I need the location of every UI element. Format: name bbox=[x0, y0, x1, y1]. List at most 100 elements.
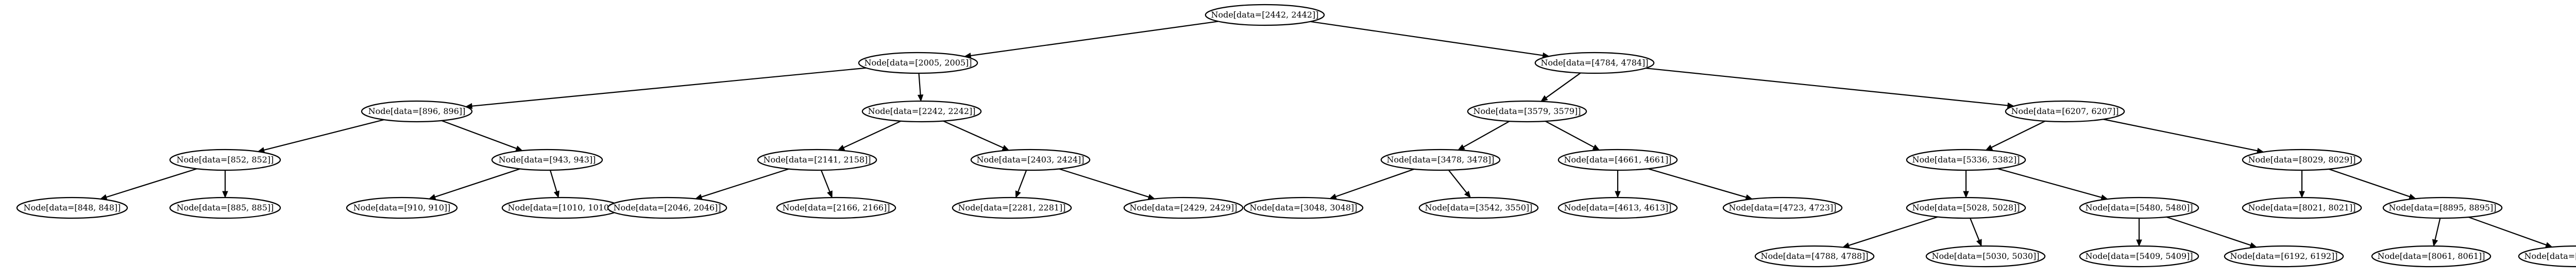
tree-node: Node[data=[5336, 5382]] bbox=[1906, 149, 2026, 171]
node-ellipse bbox=[1534, 52, 1655, 74]
edge-line bbox=[1448, 170, 1467, 193]
node-ellipse bbox=[776, 197, 896, 219]
node-label: Node[data=[4613, 4613]] bbox=[1564, 203, 1671, 212]
edge-n3478-to-n3048 bbox=[1329, 168, 1415, 200]
edge-line bbox=[701, 168, 789, 198]
node-label: Node[data=[4661, 4661]] bbox=[1564, 155, 1671, 165]
node-ellipse bbox=[491, 149, 603, 171]
arrowhead bbox=[1963, 191, 1969, 199]
node-ellipse bbox=[169, 149, 281, 171]
tree-node: Node[data=[4613, 4613]] bbox=[1557, 197, 1678, 219]
tree-node: Node[data=[2442, 2442]] bbox=[1205, 4, 1325, 26]
node-ellipse bbox=[2371, 245, 2492, 268]
tree-node: Node[data=[5028, 5028]] bbox=[1906, 197, 2026, 219]
node-label: Node[data=[943, 943]] bbox=[499, 155, 596, 165]
tree-node: Node[data=[2166, 2166]] bbox=[776, 197, 896, 219]
node-label: Node[data=[910, 910]] bbox=[353, 203, 451, 212]
node-ellipse bbox=[952, 197, 1072, 219]
edge-n4784-to-n6207 bbox=[1645, 68, 2015, 109]
arrowhead bbox=[1464, 190, 1471, 199]
edge-line bbox=[1310, 21, 1543, 56]
edge-line bbox=[264, 119, 384, 151]
edge-line bbox=[471, 67, 867, 107]
edge-n852-to-n885 bbox=[222, 170, 228, 199]
edge-line bbox=[1335, 168, 1415, 198]
node-label: Node[data=[2429, 2429]] bbox=[1129, 203, 1237, 212]
arrowhead bbox=[1976, 239, 1982, 247]
edge-line bbox=[1645, 68, 2008, 106]
node-label: Node[data=[6207, 6207]] bbox=[2011, 106, 2119, 116]
arrowhead bbox=[1002, 145, 1010, 151]
node-label: Node[data=[2403, 2424]] bbox=[976, 155, 1084, 165]
node-label: Node[data=[2281, 2281]] bbox=[958, 203, 1065, 212]
node-label: Node[data=[2442, 2442]] bbox=[1211, 10, 1318, 20]
node-label: Node[data=[885, 885]] bbox=[177, 203, 274, 212]
arrowhead bbox=[1540, 95, 1548, 102]
edge-n2242-to-n2403 bbox=[943, 120, 1010, 151]
edges-layer bbox=[99, 21, 2553, 249]
edge-n3579-to-n3478 bbox=[1458, 121, 1510, 151]
node-ellipse bbox=[757, 149, 877, 171]
arrowhead bbox=[222, 191, 228, 199]
edge-n943-to-n1010 bbox=[549, 170, 560, 199]
node-label: Node[data=[4723, 4723]] bbox=[1728, 203, 1836, 212]
tree-node: Node[data=[943, 943]] bbox=[491, 149, 603, 171]
tree-node: Node[data=[6192, 6192]] bbox=[2224, 245, 2344, 268]
node-label: Node[data=[8895, 8895]] bbox=[2388, 203, 2496, 212]
edge-n896-to-n852 bbox=[257, 119, 384, 153]
node-label: Node[data=[2242, 2242]] bbox=[868, 106, 975, 116]
node-ellipse bbox=[1906, 197, 2026, 219]
node-ellipse bbox=[607, 197, 727, 219]
arrowhead bbox=[1985, 144, 1993, 151]
edge-line bbox=[2328, 168, 2410, 198]
edge-n4784-to-n3579 bbox=[1540, 72, 1581, 102]
edge-line bbox=[1648, 168, 1747, 198]
edge-n852-to-n848 bbox=[99, 168, 197, 200]
tree-node: Node[data=[8895, 8895]] bbox=[2382, 197, 2503, 219]
tree-node: Node[data=[4723, 4723]] bbox=[1722, 197, 1843, 219]
tree-node: Node[data=[5409, 5409]] bbox=[2079, 245, 2199, 268]
node-label: Node[data=[3542, 3550]] bbox=[1425, 203, 1532, 212]
node-label: Node[data=[8029, 8029]] bbox=[2248, 155, 2355, 165]
edge-n2141-to-n2046 bbox=[694, 168, 789, 200]
tree-node: Node[data=[3048, 3048]] bbox=[1243, 197, 1364, 219]
node-ellipse bbox=[2079, 197, 2199, 219]
tree-node: Node[data=[4788, 4788]] bbox=[1754, 245, 1875, 268]
tree-node: Node[data=[2403, 2424]] bbox=[970, 149, 1091, 171]
edge-line bbox=[441, 120, 517, 149]
node-label: Node[data=[8021, 8021]] bbox=[2248, 203, 2355, 212]
node-label: Node[data=[2005, 2005]] bbox=[864, 58, 972, 68]
edge-n3478-to-n3542 bbox=[1448, 170, 1471, 199]
tree-node: Node[data=[6207, 6207]] bbox=[2005, 100, 2125, 123]
node-label: Node[data=[2046, 2046]] bbox=[613, 203, 721, 212]
tree-node: Node[data=[896, 896]] bbox=[361, 100, 473, 123]
edge-line bbox=[1059, 168, 1149, 198]
edge-line bbox=[1970, 218, 1980, 241]
node-ellipse bbox=[2382, 197, 2503, 219]
edge-line bbox=[918, 73, 921, 95]
node-ellipse bbox=[2242, 149, 2362, 171]
edge-line bbox=[2166, 216, 2251, 246]
edge-n896-to-n943 bbox=[441, 120, 523, 152]
edge-n2403-to-n2429 bbox=[1059, 168, 1156, 200]
tree-node: Node[data=[848, 848]] bbox=[16, 197, 128, 219]
node-ellipse bbox=[1557, 197, 1678, 219]
node-label: Node[data=[1010, 1010]] bbox=[507, 203, 615, 212]
arrowhead bbox=[1458, 144, 1465, 151]
tree-node: Node[data=[885, 885]] bbox=[169, 197, 281, 219]
arrowhead bbox=[2299, 191, 2305, 199]
tree-node: Node[data=[8909, 8909]] bbox=[2518, 245, 2576, 268]
edge-n5336-to-n5028 bbox=[1963, 170, 1969, 199]
node-ellipse bbox=[1754, 245, 1875, 268]
arrowhead bbox=[553, 190, 560, 199]
edge-line bbox=[820, 170, 831, 192]
edge-line bbox=[970, 21, 1219, 56]
node-label: Node[data=[896, 896]] bbox=[368, 106, 466, 116]
edge-n8029-to-n8021 bbox=[2299, 170, 2305, 199]
arrowhead bbox=[837, 144, 845, 151]
tree-node: Node[data=[3478, 3478]] bbox=[1380, 149, 1501, 171]
arrowhead bbox=[2432, 239, 2438, 247]
edge-n5336-to-n5480 bbox=[1997, 168, 2109, 201]
node-label: Node[data=[3048, 3048]] bbox=[1249, 203, 1357, 212]
node-ellipse bbox=[858, 52, 978, 74]
